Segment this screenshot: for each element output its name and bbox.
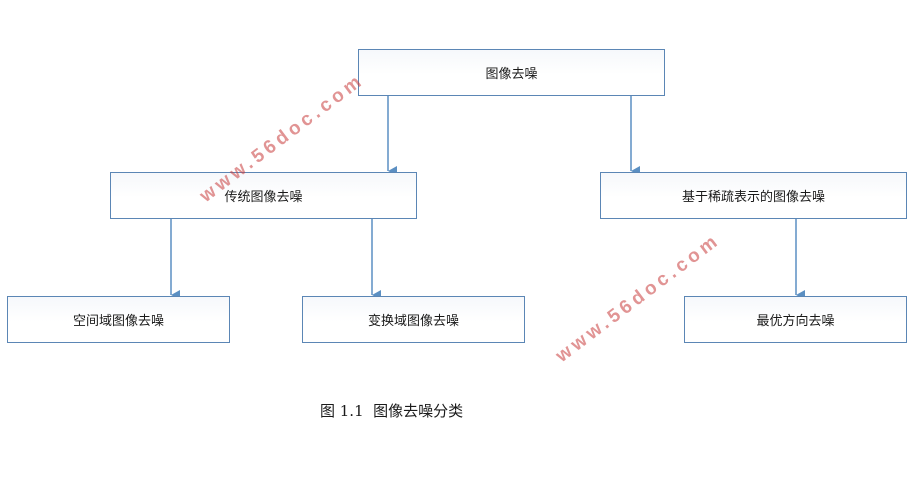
- node-traditional-denoising: 传统图像去噪: [110, 172, 417, 219]
- node-label: 变换域图像去噪: [367, 314, 459, 329]
- node-sparse-representation-denoising: 基于稀疏表示的图像去噪: [600, 172, 907, 219]
- node-image-denoising: 图像去噪: [358, 49, 665, 96]
- node-label: 最优方向去噪: [756, 314, 835, 329]
- node-label: 图像去噪: [485, 67, 538, 82]
- figure-caption: 图 1.1 图像去噪分类: [320, 402, 464, 420]
- node-label: 空间域图像去噪: [72, 314, 164, 329]
- node-label: 传统图像去噪: [224, 190, 303, 205]
- node-transform-domain-denoising: 变换域图像去噪: [302, 296, 525, 343]
- node-optimal-direction-denoising: 最优方向去噪: [684, 296, 907, 343]
- node-label: 基于稀疏表示的图像去噪: [681, 190, 825, 205]
- node-spatial-domain-denoising: 空间域图像去噪: [7, 296, 230, 343]
